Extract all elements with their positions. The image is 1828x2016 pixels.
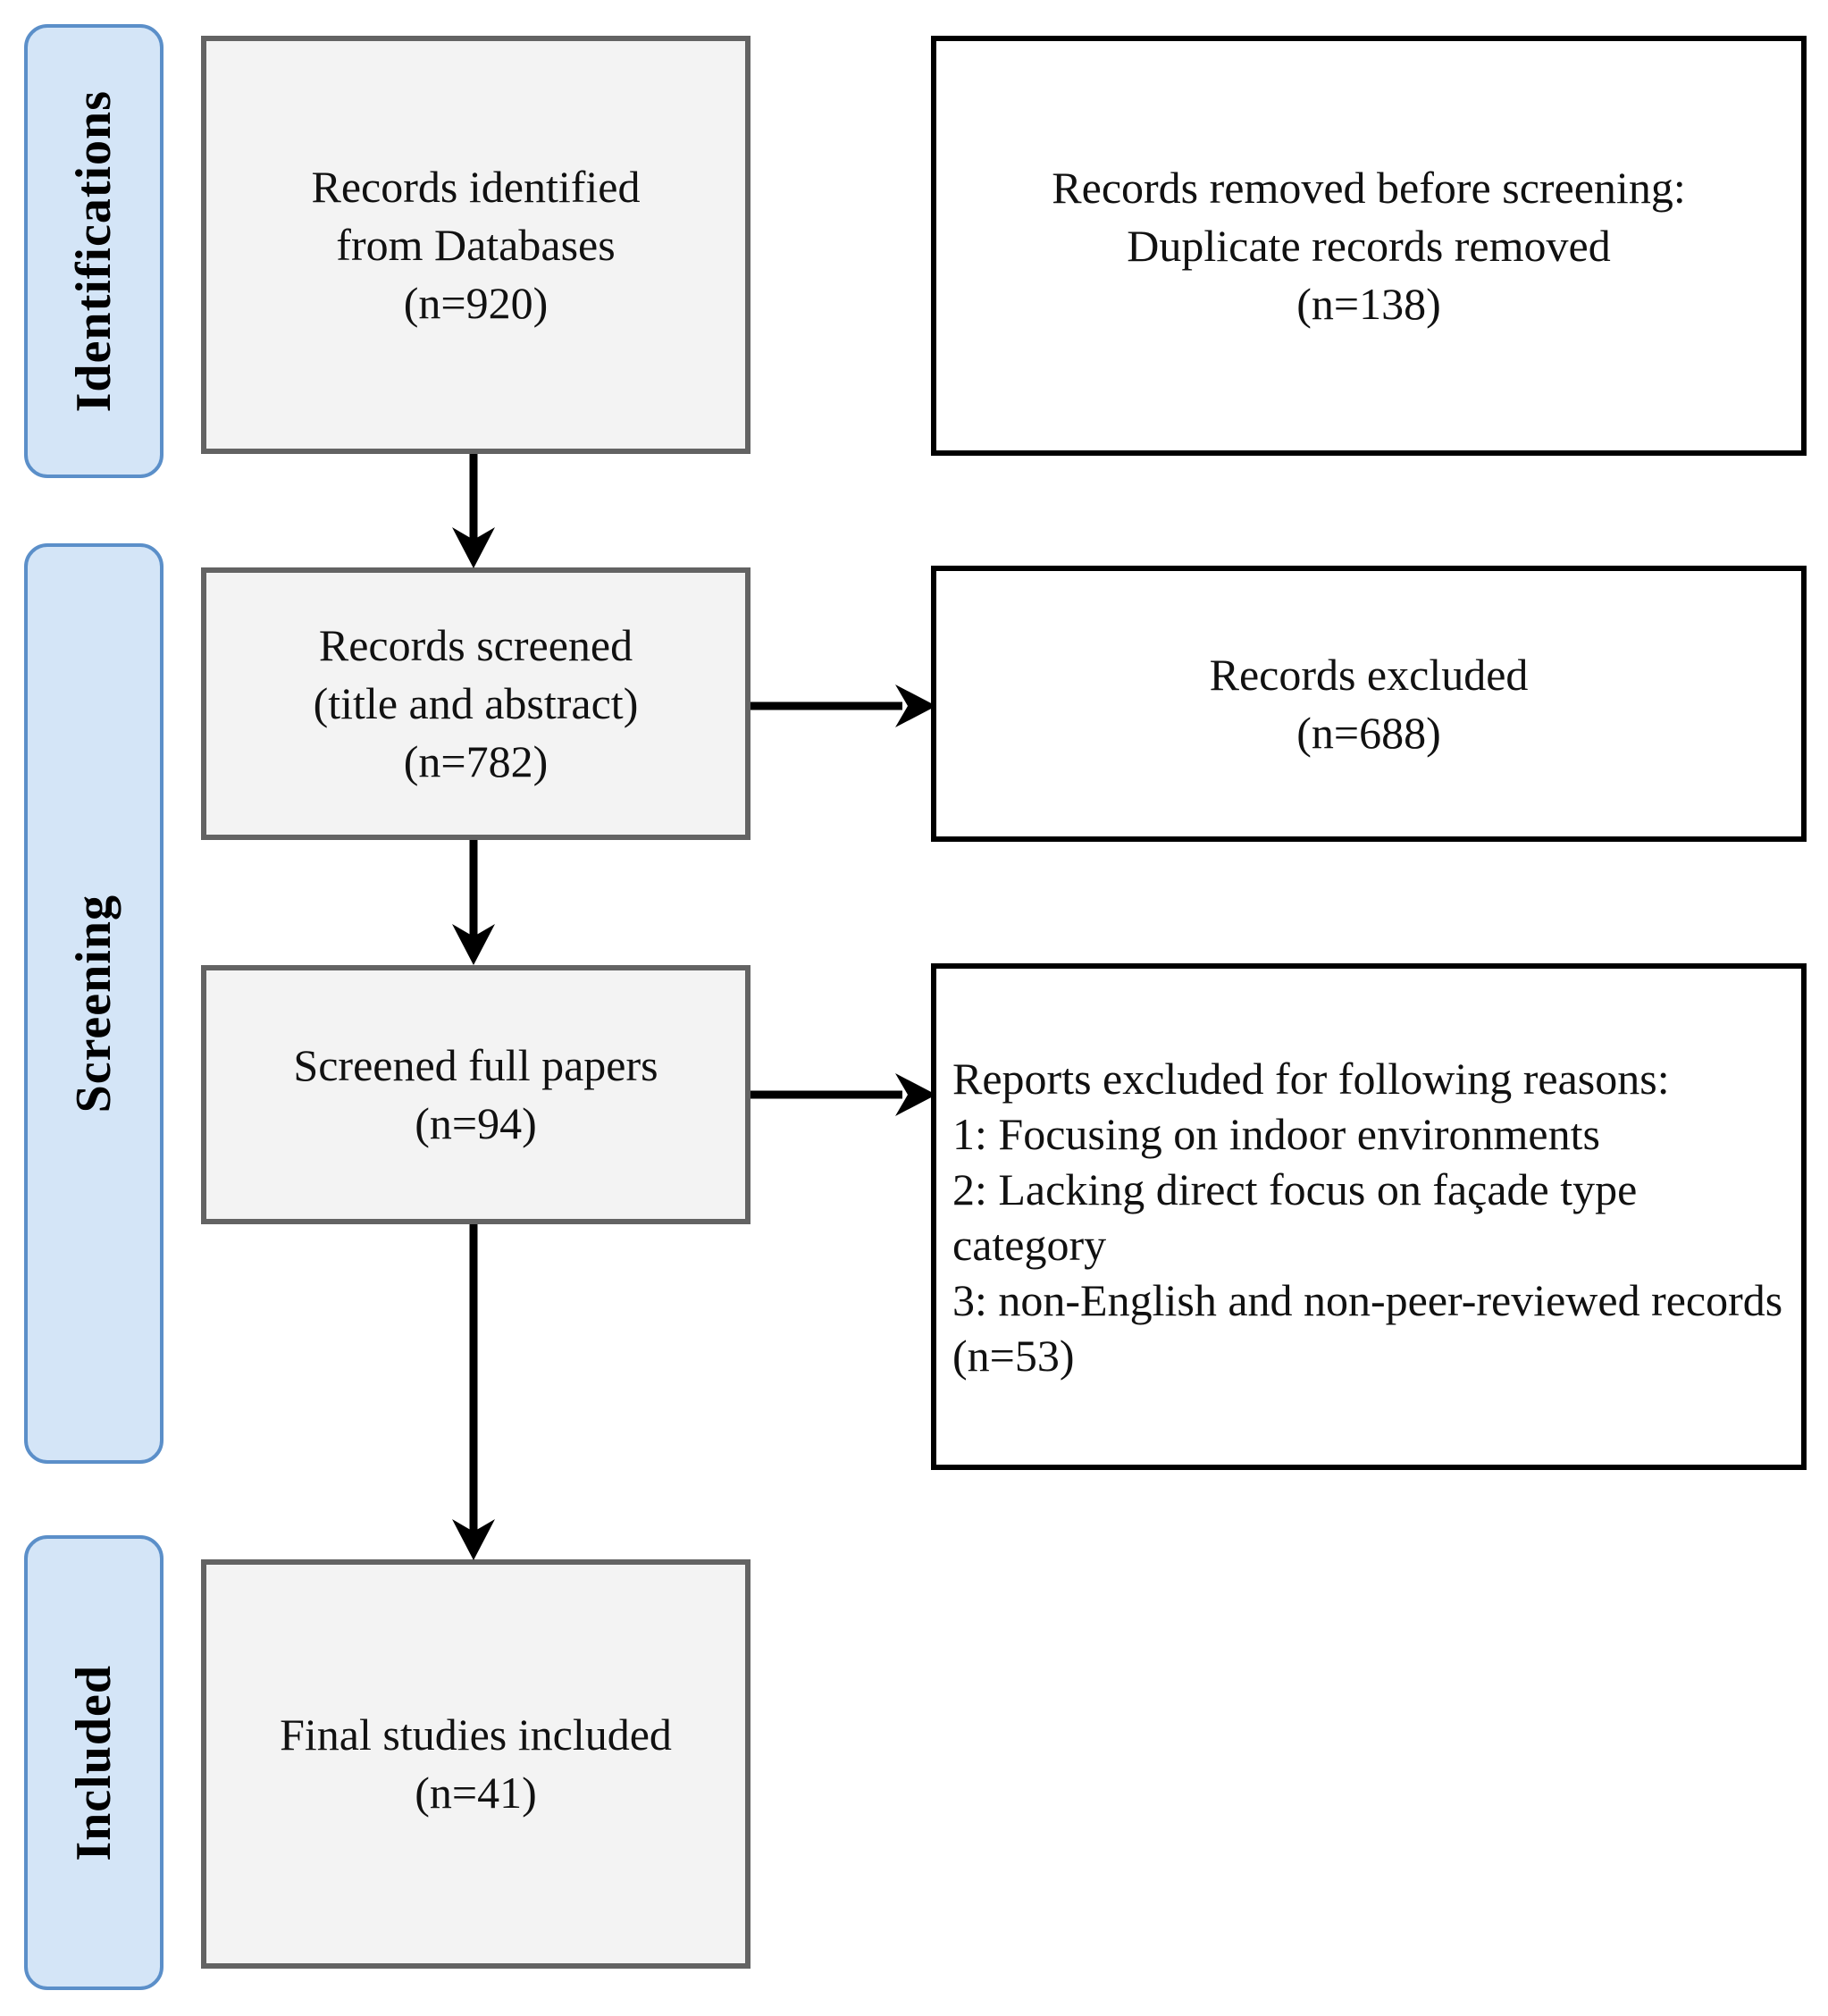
box-records-removed-before-screening: Records removed before screening: Duplic… — [931, 36, 1807, 456]
box-records-screened: Records screened (title and abstract) (n… — [201, 567, 750, 840]
box-records-screened-text: Records screened (title and abstract) (n… — [313, 620, 639, 786]
box-screened-full-papers-text: Screened full papers (n=94) — [293, 1040, 658, 1148]
box-final-studies-included: Final studies included (n=41) — [201, 1559, 750, 1969]
stage-label-included: Included — [24, 1535, 164, 1990]
stage-label-identification: Identifications — [24, 24, 164, 478]
stage-label-included-text: Included — [66, 1664, 122, 1861]
box-reports-excluded-text: Reports excluded for following reasons: … — [952, 1053, 1783, 1381]
box-records-identified-text: Records identified from Databases (n=920… — [311, 161, 641, 328]
box-screened-full-papers: Screened full papers (n=94) — [201, 965, 750, 1224]
arrow-full-papers-to-reports-excluded — [750, 1073, 936, 1116]
box-final-studies-included-text: Final studies included (n=41) — [280, 1709, 672, 1818]
stage-label-screening: Screening — [24, 543, 164, 1464]
arrow-full-papers-to-final — [452, 1224, 495, 1560]
box-records-excluded-text: Records excluded (n=688) — [1209, 649, 1529, 758]
stage-label-screening-text: Screening — [66, 894, 122, 1113]
box-records-excluded: Records excluded (n=688) — [931, 566, 1807, 842]
arrow-screened-to-full-papers — [452, 840, 495, 965]
box-reports-excluded: Reports excluded for following reasons: … — [931, 963, 1807, 1470]
arrow-identified-to-screened — [452, 454, 495, 568]
stage-label-identification-text: Identifications — [66, 89, 122, 413]
box-records-removed-before-screening-text: Records removed before screening: Duplic… — [1052, 162, 1686, 329]
arrow-screened-to-records-excluded — [750, 685, 936, 727]
box-records-identified: Records identified from Databases (n=920… — [201, 36, 750, 454]
